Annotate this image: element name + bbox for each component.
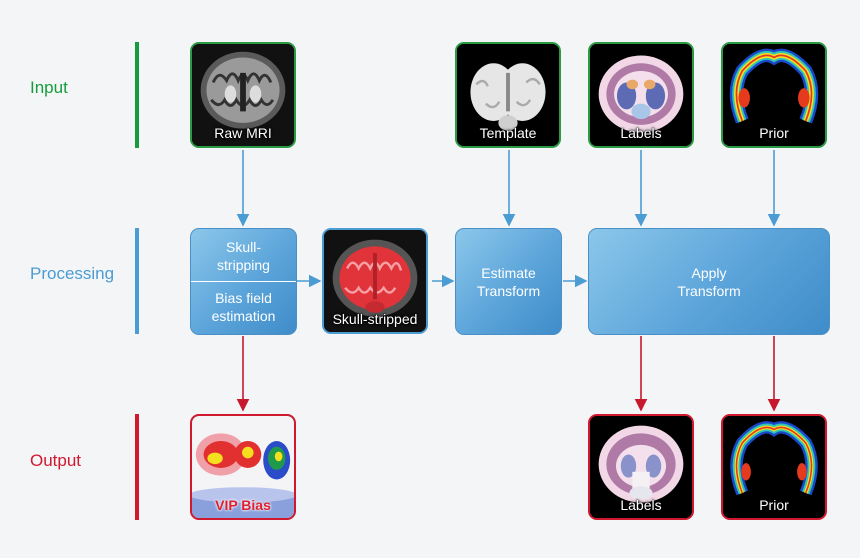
- stage-label-input: Input: [30, 78, 68, 97]
- template-image: [457, 44, 559, 146]
- apply-transform-label: Apply Transform: [677, 264, 741, 299]
- apply-transform-box: Apply Transform: [588, 228, 830, 335]
- skull-stripped-image: [324, 230, 426, 332]
- input-labels: Labels: [588, 42, 694, 148]
- stage-bar-input: [135, 42, 139, 148]
- prior-input-caption: Prior: [759, 125, 789, 141]
- raw-mri-image: [192, 44, 294, 146]
- stage-bar-processing: [135, 228, 139, 334]
- labels-image: [590, 44, 692, 146]
- template-caption: Template: [479, 125, 537, 141]
- estimate-transform-label: Estimate Transform: [476, 264, 541, 299]
- input-raw-mri: Raw MRI: [190, 42, 296, 148]
- raw-mri-caption: Raw MRI: [214, 125, 272, 141]
- output-prior: Prior: [721, 414, 827, 520]
- stage-label-processing: Processing: [30, 264, 115, 283]
- skull-stripped-image-box: Skull-stripped: [322, 228, 428, 334]
- vip-bias-caption: VIP Bias: [215, 497, 271, 513]
- skull-stripping-label: Skull- stripping: [217, 239, 270, 273]
- labels-input-caption: Labels: [620, 125, 662, 141]
- labels-output-caption: Labels: [620, 497, 662, 513]
- box-divider: [191, 281, 296, 282]
- prior-output-image: [723, 416, 825, 518]
- input-prior: Prior: [721, 42, 827, 148]
- stage-bar-output: [135, 414, 139, 520]
- skull-bias-box: Skull- stripping Bias field estimation: [190, 228, 297, 335]
- bias-field-label: Bias field estimation: [211, 290, 276, 324]
- estimate-transform-box: Estimate Transform: [455, 228, 562, 335]
- prior-output-caption: Prior: [759, 497, 789, 513]
- input-template: Template: [455, 42, 561, 148]
- output-vip-bias: VIP Bias: [190, 414, 296, 520]
- stage-label-output: Output: [30, 451, 82, 470]
- labels-output-image: [590, 416, 692, 518]
- prior-image: [723, 44, 825, 146]
- vip-bias-image: [192, 416, 294, 518]
- skull-stripped-caption: Skull-stripped: [332, 311, 418, 327]
- output-labels: Labels: [588, 414, 694, 520]
